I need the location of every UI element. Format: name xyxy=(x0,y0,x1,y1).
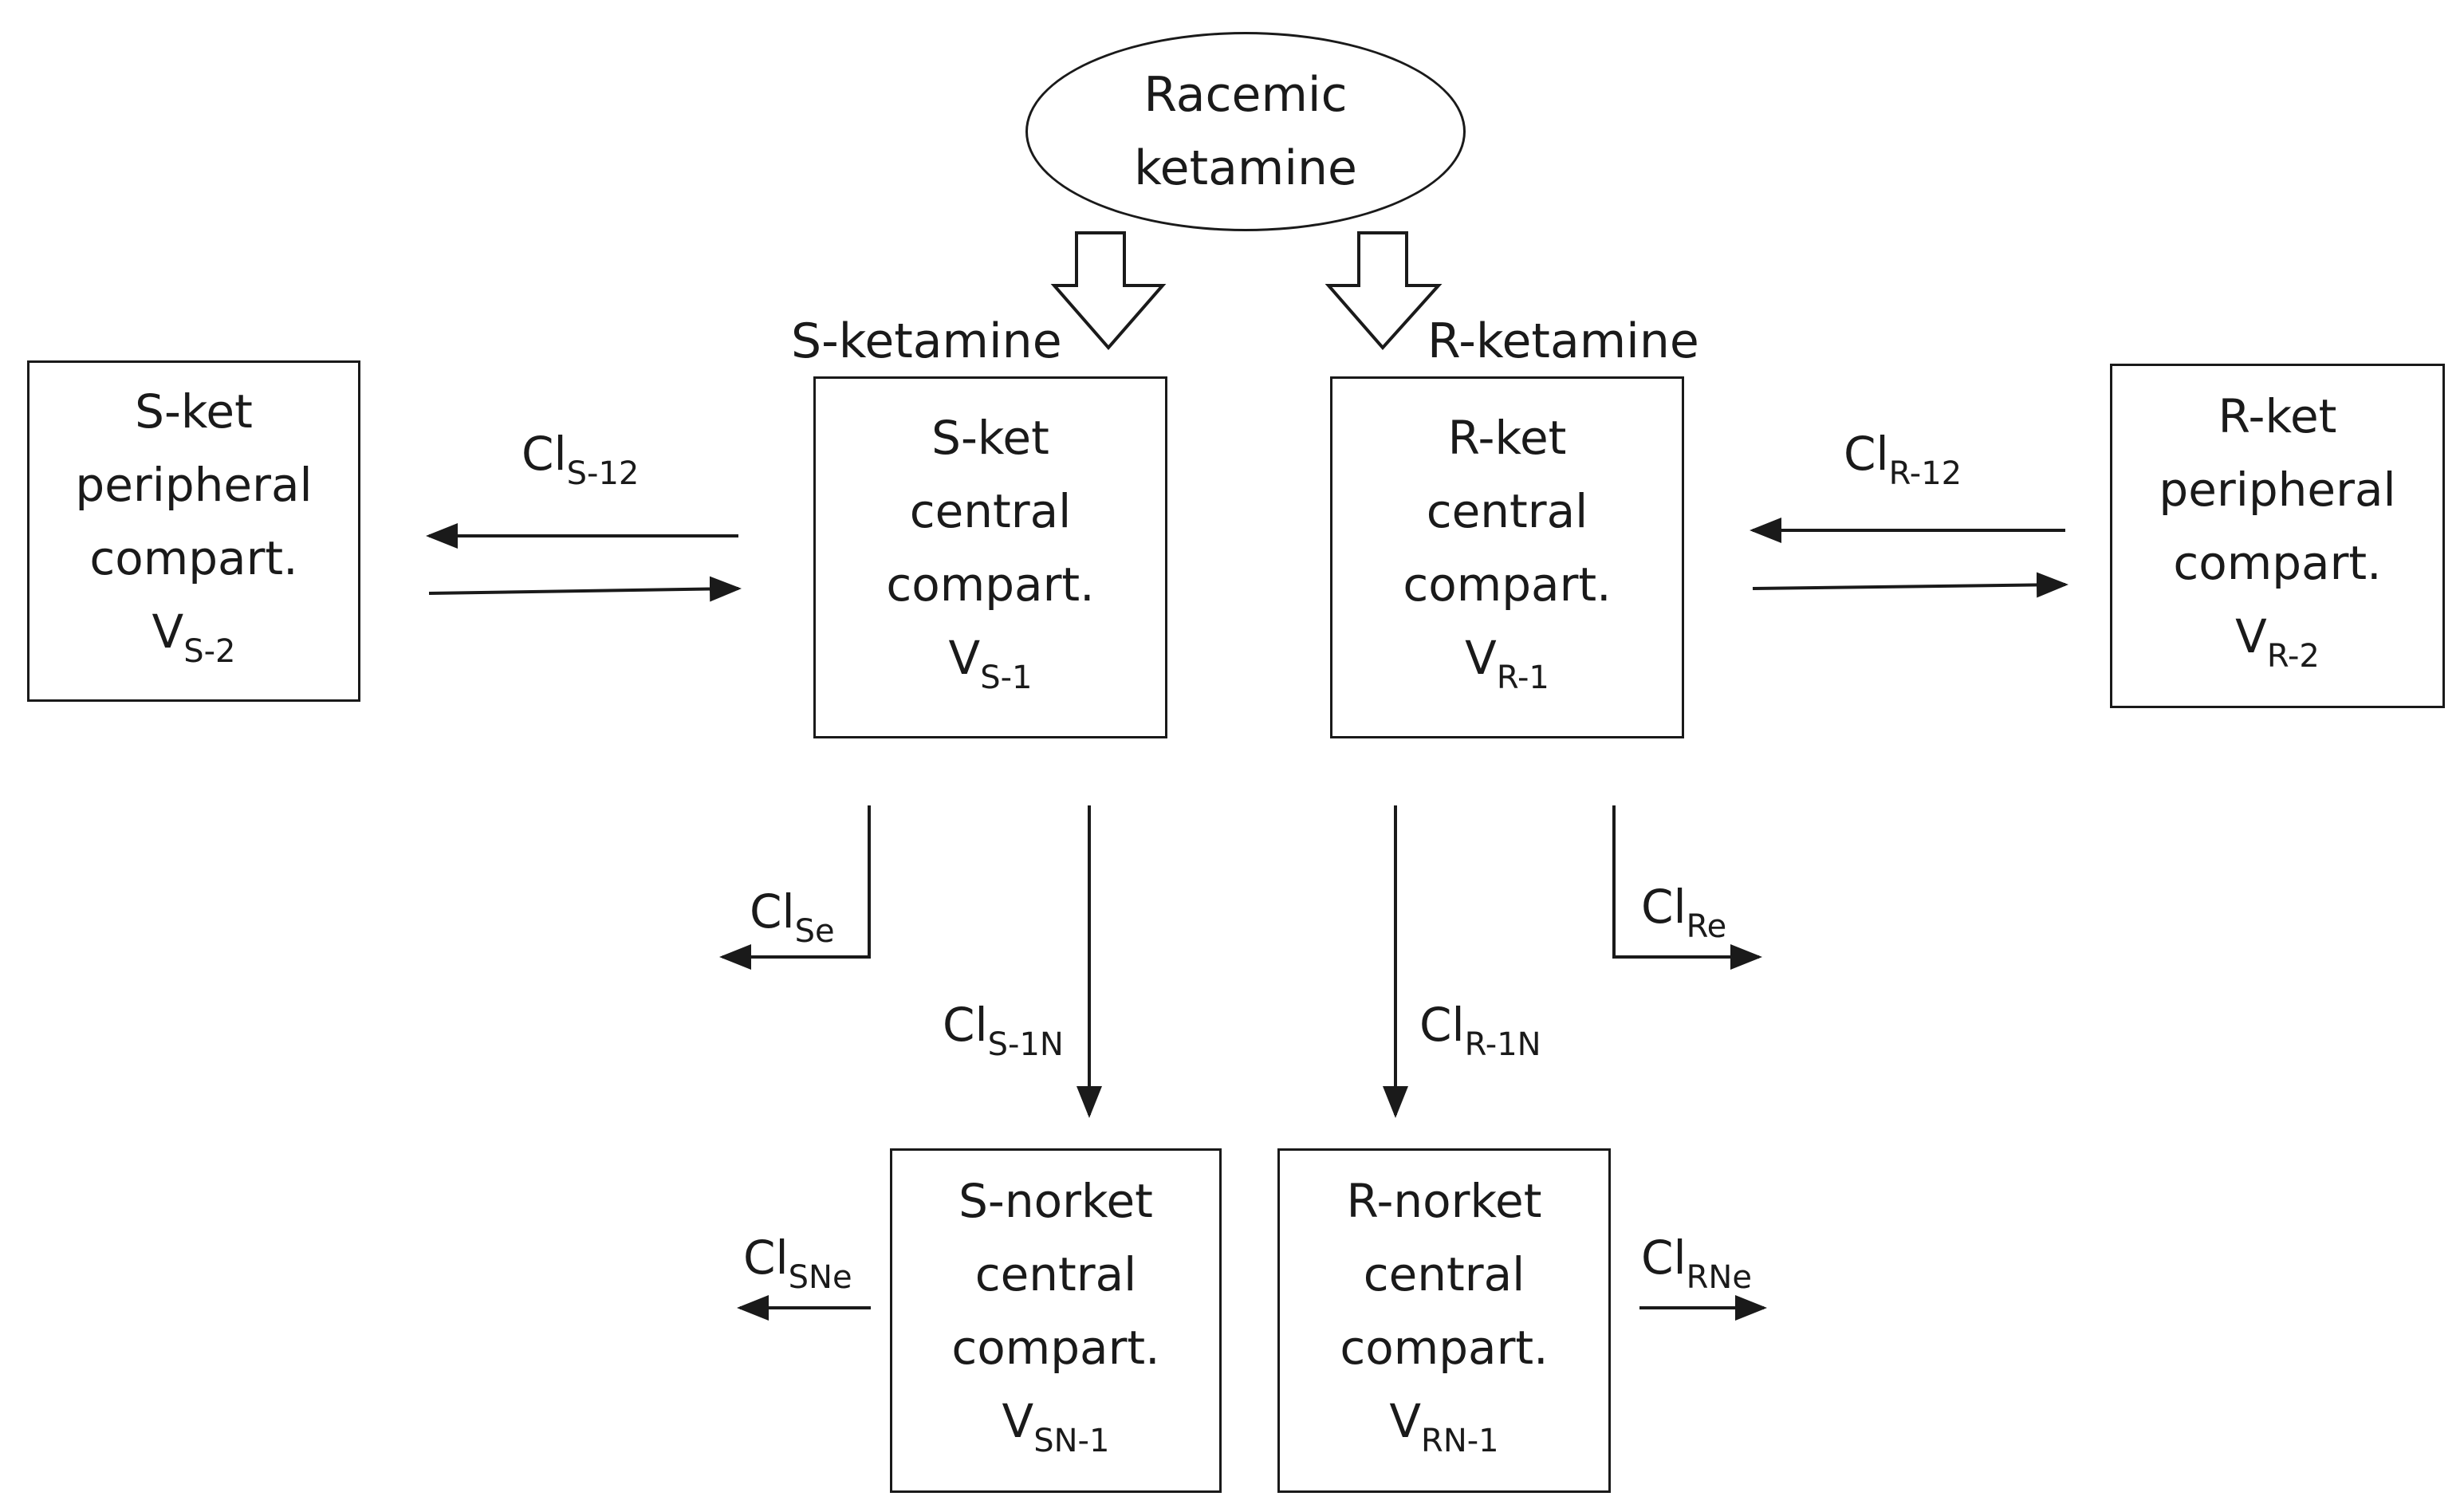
r-central-line2: central xyxy=(1426,483,1588,538)
s-ket-central-box: S-ket central compart. VS-1 xyxy=(813,376,1167,738)
s-central-line1: S-ket xyxy=(931,410,1049,465)
s-peripheral-volume: VS-2 xyxy=(152,604,236,670)
r-norket-line1: R-norket xyxy=(1346,1173,1542,1228)
arrow-s-elimination xyxy=(719,805,871,970)
s-norket-central-box: S-norket central compart. VSN-1 xyxy=(890,1148,1222,1493)
r-peripheral-volume: VR-2 xyxy=(2235,608,2320,675)
r-peripheral-line3: compart. xyxy=(2173,535,2382,590)
s-norket-volume: VSN-1 xyxy=(1002,1393,1110,1459)
r-norket-central-box: R-norket central compart. VRN-1 xyxy=(1277,1148,1611,1493)
s-central-volume: VS-1 xyxy=(948,630,1033,696)
arrow-r-central-to-peripheral xyxy=(1752,572,2068,598)
r-peripheral-line2: peripheral xyxy=(2159,462,2396,517)
cl-se-label: ClSe xyxy=(750,884,835,950)
cl-r12-label: ClR-12 xyxy=(1844,427,1962,492)
r-ket-central-box: R-ket central compart. VR-1 xyxy=(1330,376,1684,738)
racemic-line2: ketamine xyxy=(1134,140,1357,196)
s-central-line3: compart. xyxy=(886,557,1095,612)
cl-r1n-label: ClR-1N xyxy=(1419,998,1541,1063)
s-ket-peripheral-box: S-ket peripheral compart. VS-2 xyxy=(27,360,360,702)
cl-rne-label: ClRNe xyxy=(1641,1230,1752,1296)
s-norket-line2: central xyxy=(974,1246,1137,1301)
cl-sne-label: ClSNe xyxy=(743,1230,852,1296)
s-peripheral-line2: peripheral xyxy=(75,457,313,512)
arrow-r-elimination xyxy=(1612,805,1762,970)
hollow-arrow-to-r-ketamine xyxy=(1324,231,1443,351)
r-central-line1: R-ket xyxy=(1447,410,1567,465)
r-ketamine-label: R-ketamine xyxy=(1427,313,1699,369)
racemic-ketamine-node: Racemic ketamine xyxy=(1025,32,1466,231)
r-central-volume: VR-1 xyxy=(1465,630,1549,696)
r-peripheral-line1: R-ket xyxy=(2218,388,2337,443)
cl-s12-label: ClS-12 xyxy=(522,427,640,492)
s-norket-line1: S-norket xyxy=(958,1173,1153,1228)
r-norket-line2: central xyxy=(1363,1246,1525,1301)
hollow-arrow-to-s-ketamine xyxy=(1050,231,1167,351)
s-peripheral-line3: compart. xyxy=(89,530,298,585)
r-norket-volume: VRN-1 xyxy=(1389,1393,1499,1459)
racemic-line1: Racemic xyxy=(1143,67,1348,123)
r-ket-peripheral-box: R-ket peripheral compart. VR-2 xyxy=(2110,364,2445,708)
r-central-line3: compart. xyxy=(1403,557,1612,612)
cl-re-label: ClRe xyxy=(1641,880,1727,945)
s-ketamine-label: S-ketamine xyxy=(791,313,1062,369)
r-norket-line3: compart. xyxy=(1340,1320,1549,1375)
arrow-s-peripheral-to-central xyxy=(428,576,742,602)
s-norket-line3: compart. xyxy=(951,1320,1160,1375)
cl-s1n-label: ClS-1N xyxy=(943,998,1064,1063)
s-peripheral-line1: S-ket xyxy=(135,384,253,439)
s-central-line2: central xyxy=(909,483,1072,538)
